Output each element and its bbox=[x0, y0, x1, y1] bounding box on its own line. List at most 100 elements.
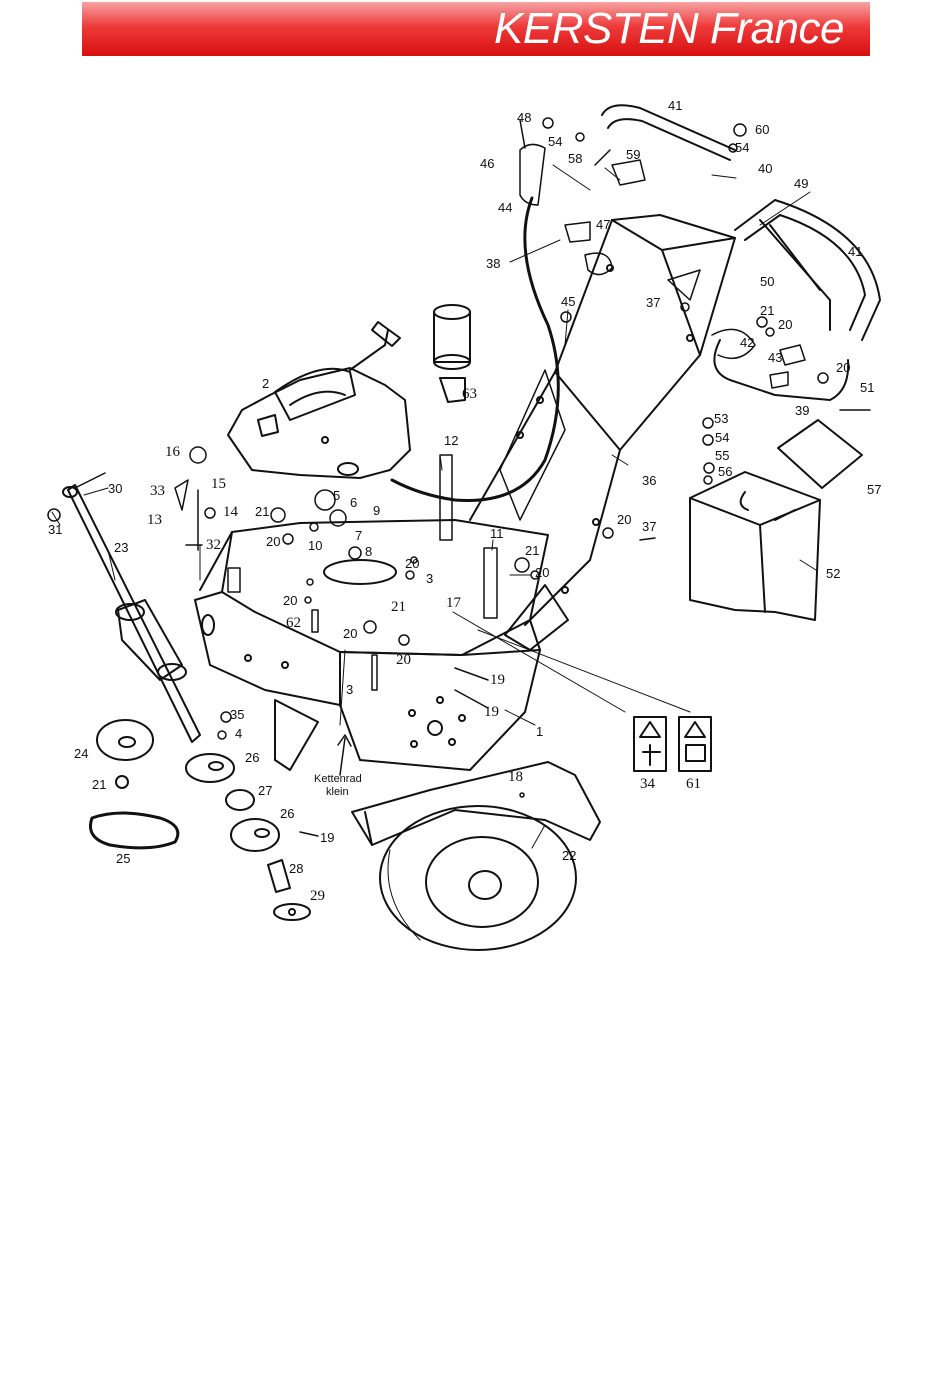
part-label: 41 bbox=[668, 98, 682, 113]
part-label: 22 bbox=[562, 848, 576, 863]
brand-title: KERSTEN France bbox=[494, 5, 844, 53]
part-label: 2 bbox=[262, 376, 269, 391]
part-label: 31 bbox=[48, 522, 62, 537]
part-label: 37 bbox=[642, 519, 656, 534]
part-label: 10 bbox=[308, 538, 322, 553]
part-label: 21 bbox=[760, 303, 774, 318]
parts-diagram-svg: 1 2 3 3 4 5 6 7 8 9 10 11 12 13 14 15 16… bbox=[0, 60, 950, 1000]
part-label: 46 bbox=[480, 156, 494, 171]
part-label: 29 bbox=[310, 888, 325, 904]
drive-flanges bbox=[186, 700, 318, 920]
part-label: 21 bbox=[255, 504, 269, 519]
part-label: 56 bbox=[718, 464, 732, 479]
part-label: 43 bbox=[768, 350, 782, 365]
part-label: 40 bbox=[758, 161, 772, 176]
wheel bbox=[380, 806, 576, 950]
part-label: 27 bbox=[258, 783, 272, 798]
part-label: 58 bbox=[568, 151, 582, 166]
part-label: 61 bbox=[686, 776, 701, 792]
part-label: 51 bbox=[860, 380, 874, 395]
part-label: 21 bbox=[92, 777, 106, 792]
part-label: 49 bbox=[794, 176, 808, 191]
part-label: 20 bbox=[535, 565, 549, 580]
part-label: 20 bbox=[283, 593, 297, 608]
part-label: 21 bbox=[391, 599, 406, 615]
part-label: 15 bbox=[211, 476, 226, 492]
part-label: 53 bbox=[714, 411, 728, 426]
part-label: 28 bbox=[289, 861, 303, 876]
drive-shaft bbox=[63, 485, 200, 742]
part-label: 42 bbox=[740, 335, 754, 350]
part-label: 59 bbox=[626, 147, 640, 162]
warning-stickers bbox=[634, 717, 711, 771]
part-label: 30 bbox=[108, 481, 122, 496]
part-label: 20 bbox=[778, 317, 792, 332]
part-label: 20 bbox=[836, 360, 850, 375]
part-label: 4 bbox=[235, 726, 242, 741]
part-label: 47 bbox=[596, 217, 610, 232]
part-label: 9 bbox=[373, 503, 380, 518]
part-label: 19 bbox=[490, 672, 505, 688]
part-label: 5 bbox=[333, 488, 340, 503]
part-label: 52 bbox=[826, 566, 840, 581]
part-label: 39 bbox=[795, 403, 809, 418]
part-label: 35 bbox=[230, 707, 244, 722]
part-label: 36 bbox=[642, 473, 656, 488]
part-label: 8 bbox=[365, 544, 372, 559]
part-label: 13 bbox=[147, 512, 162, 528]
part-label: 37 bbox=[646, 295, 660, 310]
part-label: 38 bbox=[486, 256, 500, 271]
part-label: 20 bbox=[396, 652, 411, 668]
part-label: 16 bbox=[165, 444, 181, 460]
part-label: 45 bbox=[561, 294, 575, 309]
part-label: 25 bbox=[116, 851, 130, 866]
part-label: 20 bbox=[617, 512, 631, 527]
part-label: 60 bbox=[755, 122, 769, 137]
cover-box bbox=[690, 472, 820, 620]
throttle-cable bbox=[392, 198, 558, 501]
part-label: 19 bbox=[484, 704, 499, 720]
part-label: 20 bbox=[266, 534, 280, 549]
part-label: 7 bbox=[355, 528, 362, 543]
fender bbox=[352, 762, 600, 845]
part-label: 62 bbox=[286, 615, 301, 631]
label-plate bbox=[778, 420, 862, 488]
part-label: 18 bbox=[508, 769, 523, 785]
part-label: 12 bbox=[444, 433, 458, 448]
part-label: 6 bbox=[350, 495, 357, 510]
part-label: 26 bbox=[245, 750, 259, 765]
part-label: 48 bbox=[517, 110, 531, 125]
hardware-parts bbox=[48, 118, 870, 836]
part-label: 3 bbox=[426, 571, 433, 586]
part-label: 44 bbox=[498, 200, 512, 215]
note-arrow bbox=[340, 738, 345, 775]
part-label: 19 bbox=[320, 830, 334, 845]
header-banner: KERSTEN France bbox=[82, 2, 870, 56]
part-label: 50 bbox=[760, 274, 774, 289]
part-label: 57 bbox=[867, 482, 881, 497]
part-label: 20 bbox=[343, 626, 357, 641]
part-label: 1 bbox=[536, 724, 543, 739]
part-label: 54 bbox=[548, 134, 562, 149]
part-label: 21 bbox=[525, 543, 539, 558]
part-label: 26 bbox=[280, 806, 294, 821]
part-label: 34 bbox=[640, 776, 656, 792]
engine bbox=[228, 322, 410, 478]
part-label: 33 bbox=[150, 483, 165, 499]
part-label: 54 bbox=[715, 430, 729, 445]
part-label: 54 bbox=[735, 140, 749, 155]
part-label: 14 bbox=[223, 504, 239, 520]
handle-column bbox=[470, 215, 735, 650]
part-label: 17 bbox=[446, 595, 462, 611]
part-label: 20 bbox=[405, 556, 419, 571]
part-label: 11 bbox=[490, 526, 504, 541]
part-label: 32 bbox=[206, 537, 221, 553]
part-label: 41 bbox=[848, 244, 862, 259]
exploded-parts-diagram: 1 2 3 3 4 5 6 7 8 9 10 11 12 13 14 15 16… bbox=[0, 60, 950, 1000]
part-label: 3 bbox=[346, 682, 353, 697]
part-label: 63 bbox=[462, 386, 477, 402]
part-label: 55 bbox=[715, 448, 729, 463]
part-label: 24 bbox=[74, 746, 88, 761]
part-label: 23 bbox=[114, 540, 128, 555]
